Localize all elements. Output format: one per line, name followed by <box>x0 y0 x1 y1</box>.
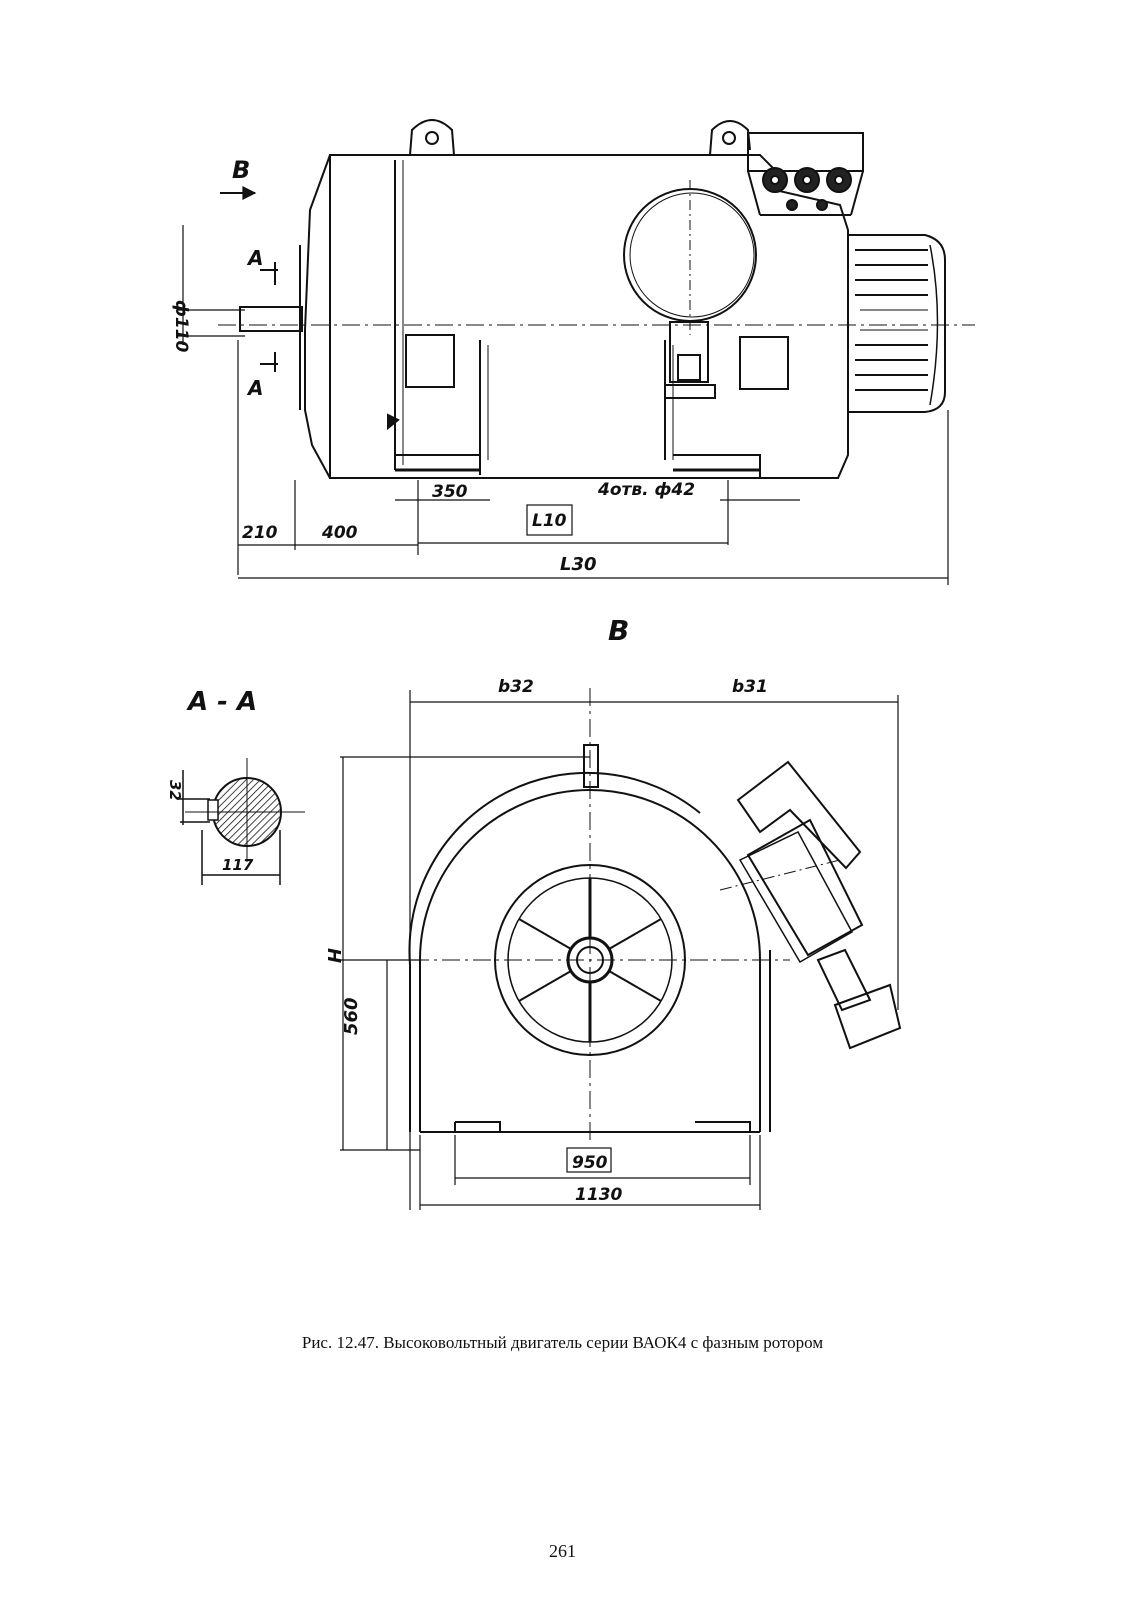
end-view-title: B <box>608 614 629 647</box>
view-b-arrow-label: B <box>232 156 250 184</box>
front-end-shield <box>305 155 330 478</box>
lifting-eye-left <box>410 120 454 155</box>
l30-dim: L30 <box>560 554 597 575</box>
motor-body <box>330 155 848 478</box>
end-view <box>380 688 900 1140</box>
fan-cowl <box>848 235 945 412</box>
feet <box>395 455 760 478</box>
side-view-labels: B A A ф110 350 4отв. ф42 L10 210 400 L30 <box>171 156 695 575</box>
overall-width-dim: 1130 <box>575 1185 622 1205</box>
key-depth-dim: 117 <box>222 856 254 874</box>
foot-length-dim: 350 <box>432 482 468 502</box>
axis-height-dim: 560 <box>341 997 362 1035</box>
b31-dim: b31 <box>732 677 768 697</box>
shaft-end <box>240 307 302 331</box>
terminal-box-side <box>738 762 900 1048</box>
shaft-to-foot-dim: 400 <box>321 523 358 543</box>
end-view-labels: B b32 b31 H 560 950 1130 <box>323 614 768 1205</box>
page-number: 261 <box>0 1541 1125 1562</box>
shaft-diameter-dim: ф110 <box>171 300 191 353</box>
side-view <box>218 120 975 478</box>
height-dim: H <box>323 948 344 963</box>
holes-dim: 4отв. ф42 <box>597 480 695 500</box>
motor-drawing: B A A ф110 350 4отв. ф42 L10 210 400 L30… <box>0 0 1125 1340</box>
inspection-window <box>406 335 454 387</box>
l10-dim: L10 <box>532 511 567 531</box>
terminal-box <box>748 133 863 171</box>
foot-spacing-dim: 950 <box>572 1153 608 1173</box>
figure-caption: Рис. 12.47. Высоковольтный двигатель сер… <box>0 1333 1125 1353</box>
section-title: A - A <box>186 687 257 717</box>
section-mark-top: A <box>246 246 263 270</box>
lifting-eye-right <box>710 121 750 155</box>
key-width-dim: 32 <box>166 780 184 801</box>
section-mark-bottom: A <box>246 376 263 400</box>
b32-dim: b32 <box>498 677 534 697</box>
shaft-length-dim: 210 <box>242 523 278 543</box>
